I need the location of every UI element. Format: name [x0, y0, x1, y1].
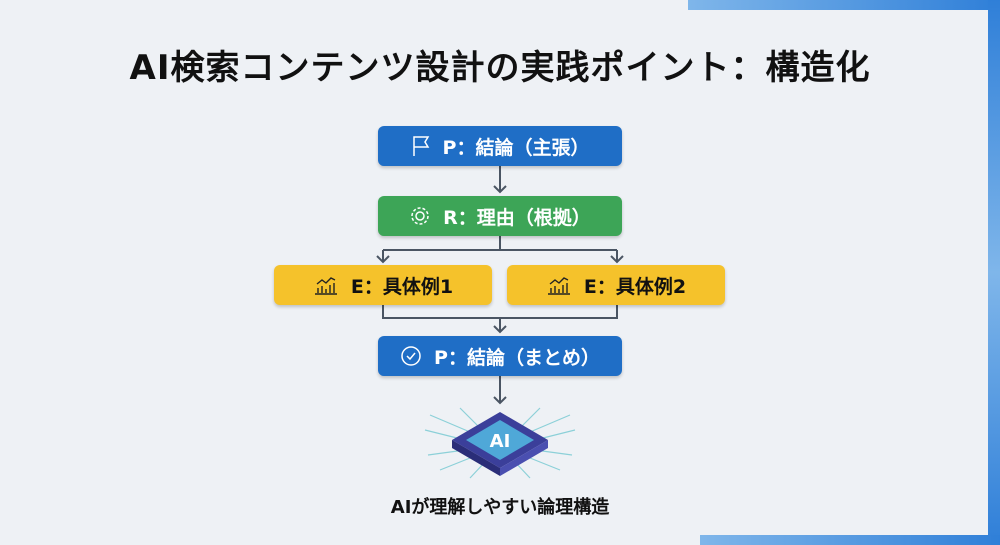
corner-decoration-bottom: [700, 535, 1000, 545]
step-example-1: E：具体例1: [274, 265, 492, 305]
step-label: R：理由（根拠）: [443, 206, 591, 229]
step-label: E：具体例1: [350, 275, 454, 298]
step-conclusion-claim: P：結論（主張）: [378, 126, 622, 166]
step-reason: R：理由（根拠）: [378, 196, 622, 236]
ai-chip-icon: AI: [424, 407, 576, 479]
step-label: E：具体例2: [583, 275, 687, 298]
gear-icon: [411, 207, 429, 225]
chart-icon: [314, 277, 337, 295]
corner-decoration-right: [988, 0, 1000, 545]
caption: AIが理解しやすい論理構造: [390, 497, 610, 518]
flag-icon: [412, 136, 429, 156]
step-label: P：結論（まとめ）: [434, 346, 600, 369]
step-label: P：結論（主張）: [442, 136, 590, 159]
svg-text:AI: AI: [490, 431, 511, 452]
corner-decoration-top: [688, 0, 1000, 10]
chart-icon: [547, 277, 570, 295]
step-conclusion-summary: P：結論（まとめ）: [378, 336, 622, 376]
check-circle-icon: [401, 346, 421, 366]
page-title: AI検索コンテンツ設計の実践ポイント：構造化: [129, 48, 871, 88]
step-example-2: E：具体例2: [507, 265, 725, 305]
